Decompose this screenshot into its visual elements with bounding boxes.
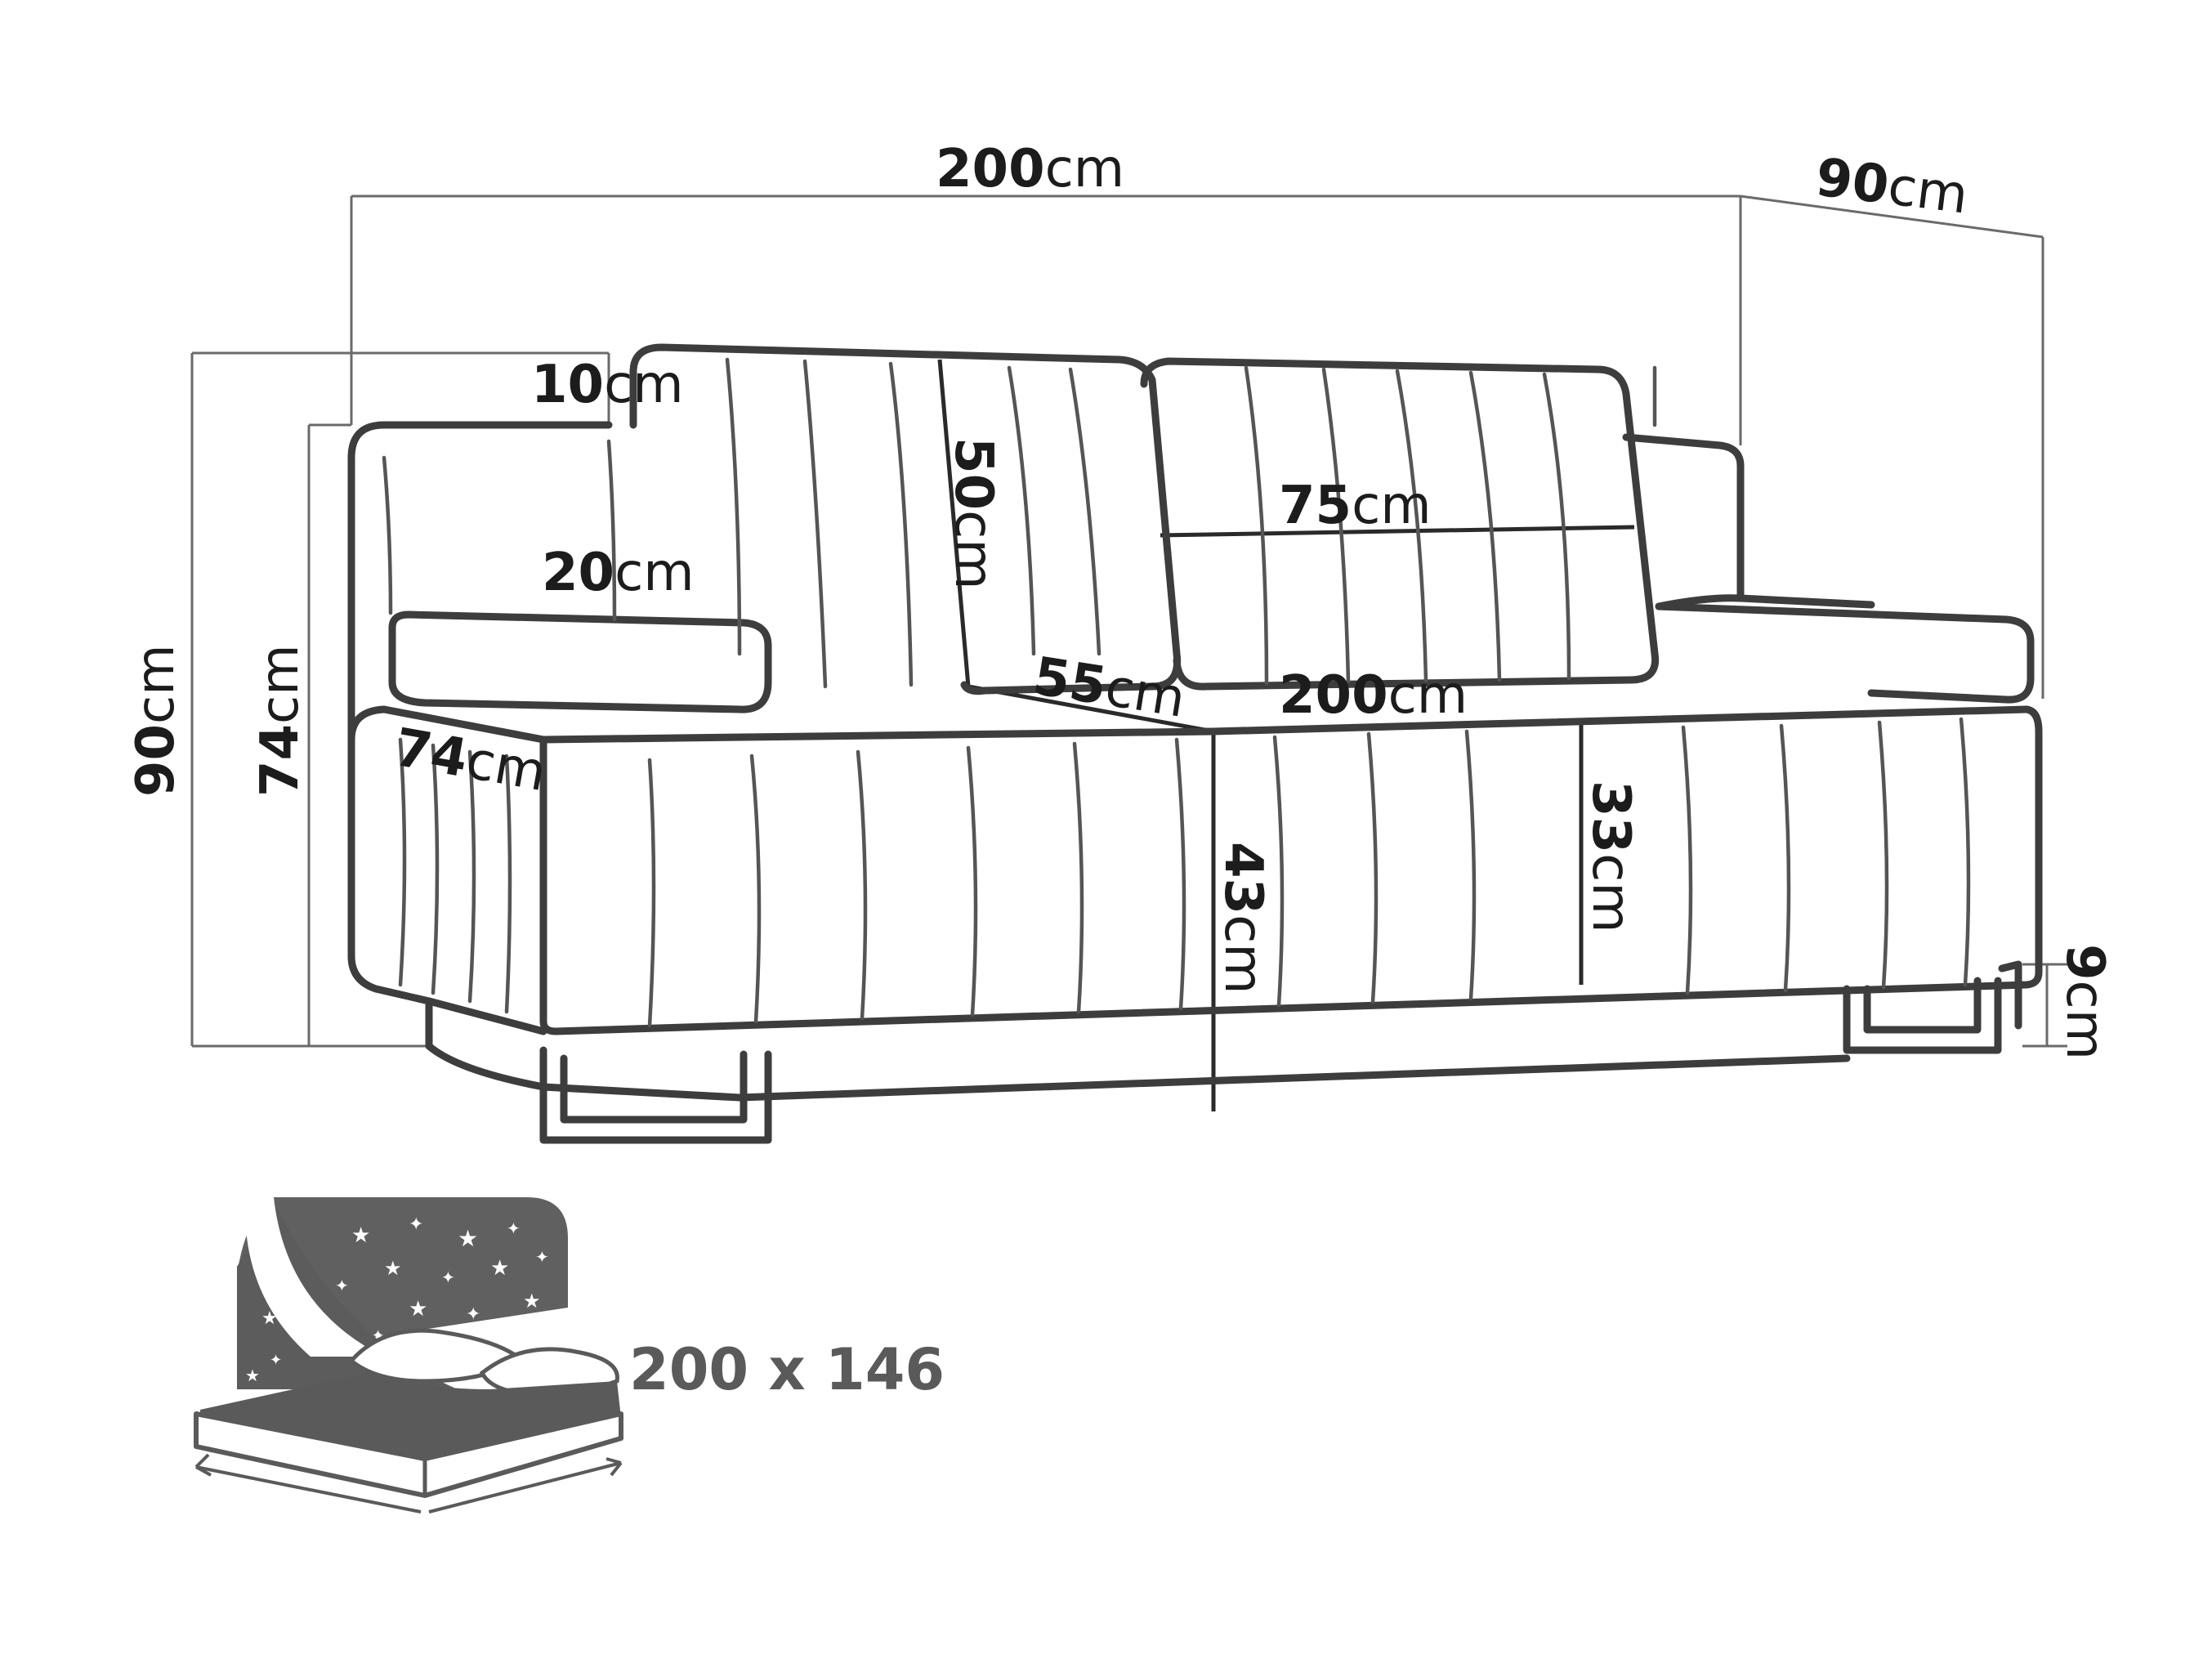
svg-text:★: ★ xyxy=(409,1297,427,1321)
svg-text:★: ★ xyxy=(384,1257,402,1280)
dimension-lines xyxy=(190,195,2067,1111)
bed-icon: ★ ✦ ★ ✦ ★ ✦ ★ ✦ ✦ ★ ✦ ★ ★ ✦ ★ ★ ✦ xyxy=(194,1197,623,1514)
label-seat-width: 200cm xyxy=(1279,665,1468,726)
label-backrest-height: 50cm xyxy=(943,437,1003,590)
label-leg-height: 9cm xyxy=(2054,944,2115,1060)
svg-text:★: ★ xyxy=(523,1290,541,1312)
label-overall-height: 90cm xyxy=(126,644,186,797)
svg-text:★: ★ xyxy=(458,1225,478,1252)
dimension-labels: 200cm 90cm 90cm 74cm 10cm 20cm 50cm 75cm… xyxy=(126,139,2115,1060)
label-side-depth: 74cm xyxy=(390,718,551,803)
label-seat-depth: 55cm xyxy=(1029,646,1189,730)
label-overall-width: 200cm xyxy=(936,139,1124,199)
svg-text:✦: ✦ xyxy=(335,1276,349,1295)
label-cushion-width: 75cm xyxy=(1279,476,1432,536)
svg-text:✦: ✦ xyxy=(535,1247,549,1267)
svg-text:✦: ✦ xyxy=(409,1214,423,1235)
label-overall-depth: 90cm xyxy=(1812,147,1971,226)
label-backrest-step: 10cm xyxy=(531,355,684,415)
label-armrest-width: 20cm xyxy=(542,543,695,603)
svg-text:★: ★ xyxy=(261,1308,278,1329)
svg-text:★: ★ xyxy=(245,1366,260,1385)
stars: ★ ✦ ★ ✦ ★ ✦ ★ ✦ ✦ ★ ✦ ★ ★ ✦ ★ ★ ✦ xyxy=(245,1214,549,1385)
svg-text:★: ★ xyxy=(351,1223,370,1248)
label-base-height: 33cm xyxy=(1580,780,1641,933)
sofa-seams xyxy=(382,357,1971,1028)
svg-text:✦: ✦ xyxy=(507,1219,521,1238)
label-armrest-height: 74cm xyxy=(250,644,311,797)
bed-area-label: 200 x 146 xyxy=(629,1336,945,1403)
sofa-drawing xyxy=(347,343,2043,1144)
svg-text:✦: ✦ xyxy=(270,1352,282,1369)
svg-text:✦: ✦ xyxy=(441,1268,455,1287)
svg-text:★: ★ xyxy=(490,1256,509,1281)
label-seat-height: 43cm xyxy=(1213,842,1273,995)
svg-text:✦: ✦ xyxy=(466,1304,480,1325)
svg-text:★: ★ xyxy=(302,1333,319,1353)
